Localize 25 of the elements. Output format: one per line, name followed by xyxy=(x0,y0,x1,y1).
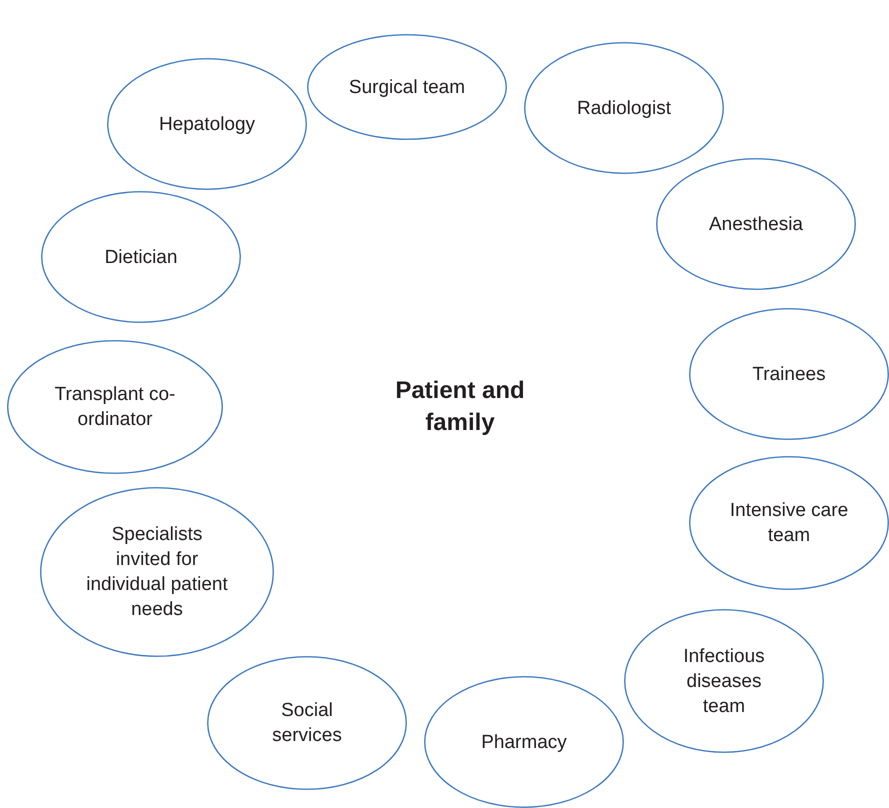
team-label: Anesthesia xyxy=(708,212,803,236)
team-ellipse xyxy=(207,656,407,790)
team-ellipse xyxy=(107,58,307,190)
team-ellipse xyxy=(624,609,824,753)
team-label: Specialists invited for individual patient needs xyxy=(85,523,229,622)
team-ellipse xyxy=(524,42,724,174)
team-ellipse xyxy=(307,34,507,140)
team-ellipse xyxy=(40,487,274,657)
team-label: Trainees xyxy=(752,362,826,386)
team-ellipse xyxy=(424,676,624,808)
team-label: Surgical team xyxy=(348,76,466,100)
team-label: Radiologist xyxy=(577,96,671,120)
team-label: Infectious diseases team xyxy=(682,644,766,718)
team-label: Hepatology xyxy=(158,112,256,136)
team-ellipse xyxy=(656,158,856,290)
center-heading: Patient and family xyxy=(394,376,526,438)
team-ellipse xyxy=(689,456,889,590)
team-label: Pharmacy xyxy=(481,730,567,754)
team-ellipse xyxy=(689,308,889,440)
team-ellipse xyxy=(41,191,241,323)
team-ellipse xyxy=(7,340,223,474)
team-label: Social services xyxy=(271,699,343,748)
team-label: Intensive care team xyxy=(729,499,849,548)
team-label: Dietician xyxy=(104,246,178,270)
team-label: Transplant co-ordinator xyxy=(54,383,176,432)
